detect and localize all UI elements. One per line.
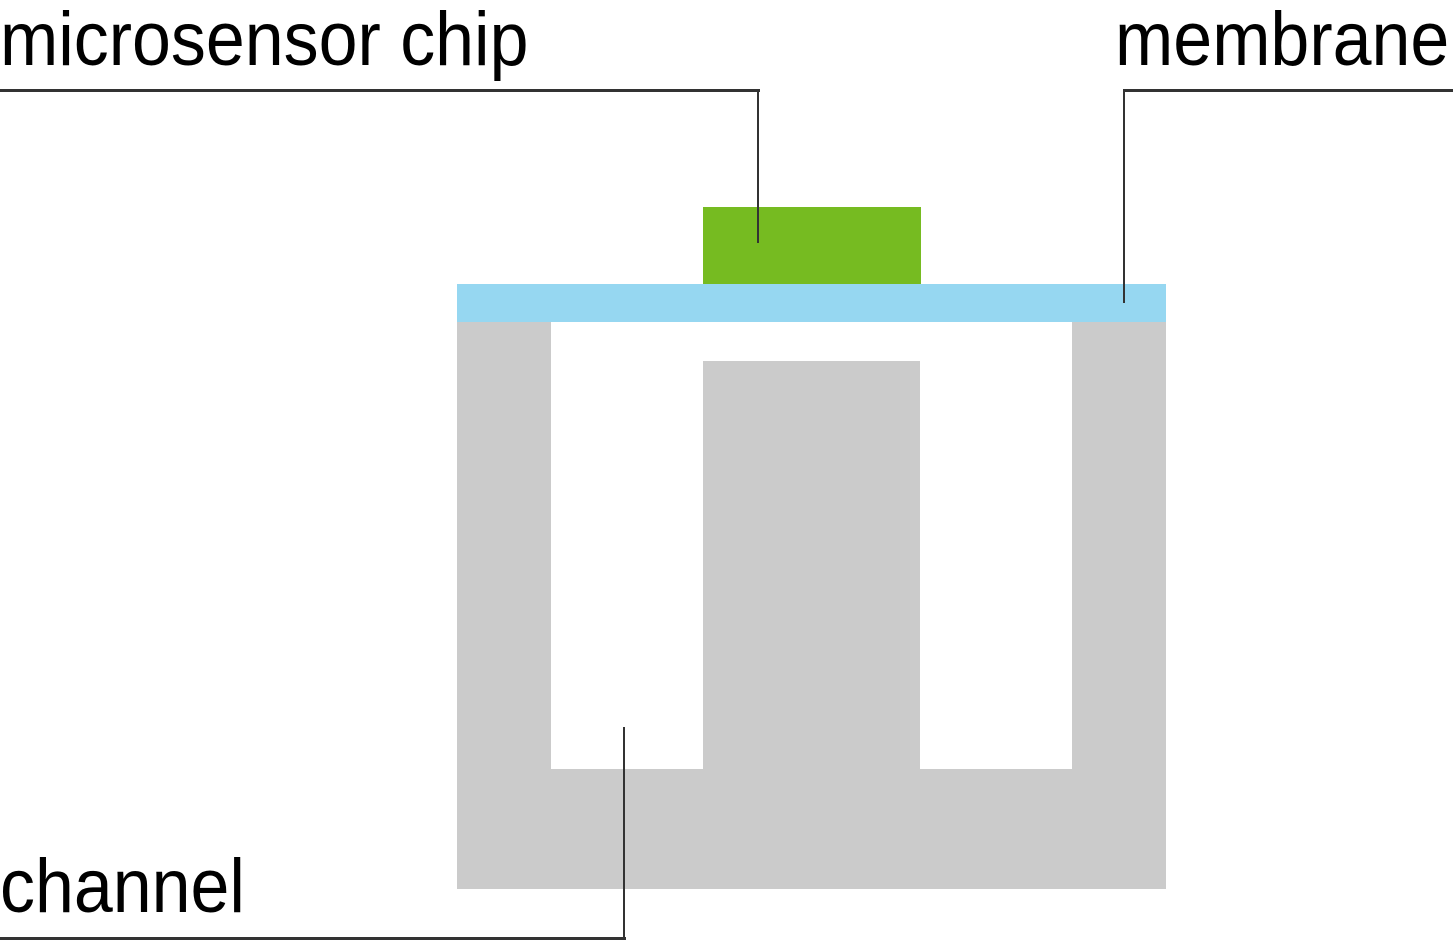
membrane-label-underline xyxy=(1123,89,1453,92)
channel-label-underline xyxy=(0,937,626,940)
microsensor-chip-shape xyxy=(703,207,921,284)
microsensor-chip-label: microsensor chip xyxy=(0,0,529,82)
membrane-leader-line xyxy=(1123,90,1125,303)
channel-leader-line xyxy=(623,727,625,940)
chip-leader-line xyxy=(757,90,759,243)
membrane-label: membrane xyxy=(1114,0,1449,82)
channel-label: channel xyxy=(0,844,245,929)
channel-cavity-right xyxy=(920,322,1072,769)
chip-label-underline xyxy=(0,89,760,92)
channel-cavity-left xyxy=(551,322,703,769)
substrate-shape xyxy=(457,322,1166,889)
membrane-shape xyxy=(457,284,1166,322)
